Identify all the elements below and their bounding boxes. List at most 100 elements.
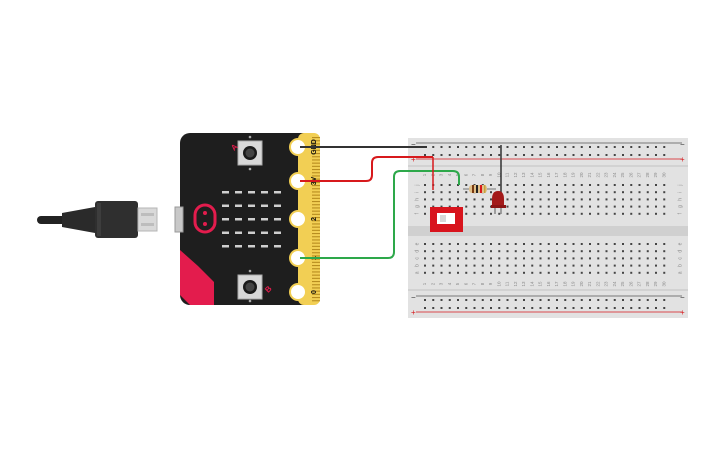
breadboard-hole[interactable] <box>448 299 451 301</box>
breadboard-hole[interactable] <box>630 250 633 253</box>
breadboard-hole[interactable] <box>572 184 575 186</box>
breadboard-hole[interactable] <box>655 184 657 186</box>
breadboard-hole[interactable] <box>597 307 600 309</box>
breadboard-hole[interactable] <box>547 250 550 253</box>
breadboard-hole[interactable] <box>572 243 575 245</box>
breadboard-hole[interactable] <box>506 184 509 186</box>
breadboard-hole[interactable] <box>597 257 600 260</box>
breadboard-hole[interactable] <box>564 250 567 253</box>
breadboard-hole[interactable] <box>440 271 443 274</box>
breadboard-hole[interactable] <box>473 250 476 253</box>
breadboard-hole[interactable] <box>646 243 649 245</box>
breadboard-hole[interactable] <box>663 198 666 201</box>
breadboard-hole[interactable] <box>465 257 468 260</box>
breadboard-hole[interactable] <box>622 299 624 301</box>
breadboard-hole[interactable] <box>506 154 509 156</box>
breadboard-hole[interactable] <box>556 146 558 148</box>
breadboard-hole[interactable] <box>481 205 484 208</box>
breadboard-hole[interactable] <box>597 212 600 215</box>
breadboard-hole[interactable] <box>498 154 501 156</box>
breadboard-hole[interactable] <box>572 154 575 156</box>
breadboard-hole[interactable] <box>589 271 591 274</box>
breadboard-hole[interactable] <box>646 264 649 267</box>
breadboard-hole[interactable] <box>523 146 525 148</box>
breadboard-hole[interactable] <box>589 184 591 186</box>
breadboard-hole[interactable] <box>630 264 633 267</box>
breadboard-hole[interactable] <box>655 307 657 309</box>
breadboard-hole[interactable] <box>523 257 525 260</box>
breadboard-hole[interactable] <box>630 205 633 208</box>
breadboard-hole[interactable] <box>630 243 633 245</box>
breadboard-hole[interactable] <box>638 146 641 148</box>
breadboard-hole[interactable] <box>424 191 426 194</box>
breadboard-hole[interactable] <box>556 257 558 260</box>
breadboard-hole[interactable] <box>547 307 550 309</box>
breadboard-hole[interactable] <box>589 191 591 194</box>
breadboard-hole[interactable] <box>646 212 649 215</box>
breadboard-hole[interactable] <box>531 154 534 156</box>
breadboard-hole[interactable] <box>457 264 459 267</box>
breadboard-hole[interactable] <box>613 154 616 156</box>
breadboard-hole[interactable] <box>580 299 583 301</box>
breadboard-hole[interactable] <box>473 243 476 245</box>
breadboard-hole[interactable] <box>580 264 583 267</box>
breadboard-hole[interactable] <box>465 191 468 194</box>
breadboard-hole[interactable] <box>424 271 426 274</box>
breadboard-hole[interactable] <box>613 205 616 208</box>
breadboard-hole[interactable] <box>646 299 649 301</box>
breadboard-hole[interactable] <box>655 205 657 208</box>
breadboard-hole[interactable] <box>605 264 608 267</box>
breadboard-hole[interactable] <box>424 250 426 253</box>
breadboard-hole[interactable] <box>457 250 459 253</box>
breadboard-hole[interactable] <box>580 212 583 215</box>
breadboard-hole[interactable] <box>506 146 509 148</box>
usb-cable-icon[interactable] <box>37 201 158 238</box>
breadboard-hole[interactable] <box>424 198 426 201</box>
breadboard-hole[interactable] <box>514 250 517 253</box>
breadboard-hole[interactable] <box>556 184 558 186</box>
breadboard-hole[interactable] <box>424 154 426 156</box>
breadboard-hole[interactable] <box>457 154 459 156</box>
breadboard-hole[interactable] <box>531 146 534 148</box>
breadboard-hole[interactable] <box>539 271 542 274</box>
breadboard-hole[interactable] <box>613 191 616 194</box>
breadboard-hole[interactable] <box>597 264 600 267</box>
breadboard-hole[interactable] <box>424 307 426 309</box>
breadboard-hole[interactable] <box>490 264 492 267</box>
breadboard-hole[interactable] <box>605 299 608 301</box>
breadboard-hole[interactable] <box>564 191 567 194</box>
breadboard-hole[interactable] <box>440 184 443 186</box>
breadboard-hole[interactable] <box>597 205 600 208</box>
breadboard-hole[interactable] <box>589 243 591 245</box>
breadboard-hole[interactable] <box>580 257 583 260</box>
breadboard-hole[interactable] <box>481 146 484 148</box>
breadboard-hole[interactable] <box>514 264 517 267</box>
breadboard-hole[interactable] <box>580 184 583 186</box>
breadboard-hole[interactable] <box>498 184 501 186</box>
breadboard-hole[interactable] <box>473 299 476 301</box>
breadboard-hole[interactable] <box>514 212 517 215</box>
breadboard-hole[interactable] <box>432 205 435 208</box>
breadboard-hole[interactable] <box>663 307 666 309</box>
breadboard-hole[interactable] <box>539 212 542 215</box>
breadboard-hole[interactable] <box>597 271 600 274</box>
breadboard-hole[interactable] <box>597 191 600 194</box>
breadboard-hole[interactable] <box>424 299 426 301</box>
breadboard-hole[interactable] <box>572 250 575 253</box>
breadboard-hole[interactable] <box>514 205 517 208</box>
breadboard-hole[interactable] <box>646 250 649 253</box>
breadboard-hole[interactable] <box>523 154 525 156</box>
breadboard-hole[interactable] <box>622 250 624 253</box>
breadboard-hole[interactable] <box>465 307 468 309</box>
breadboard-hole[interactable] <box>473 198 476 201</box>
breadboard-hole[interactable] <box>655 271 657 274</box>
breadboard-hole[interactable] <box>514 198 517 201</box>
breadboard-hole[interactable] <box>613 264 616 267</box>
breadboard-hole[interactable] <box>432 243 435 245</box>
breadboard-hole[interactable] <box>564 271 567 274</box>
breadboard-hole[interactable] <box>424 212 426 215</box>
breadboard-hole[interactable] <box>506 307 509 309</box>
breadboard-hole[interactable] <box>498 264 501 267</box>
breadboard-hole[interactable] <box>448 264 451 267</box>
